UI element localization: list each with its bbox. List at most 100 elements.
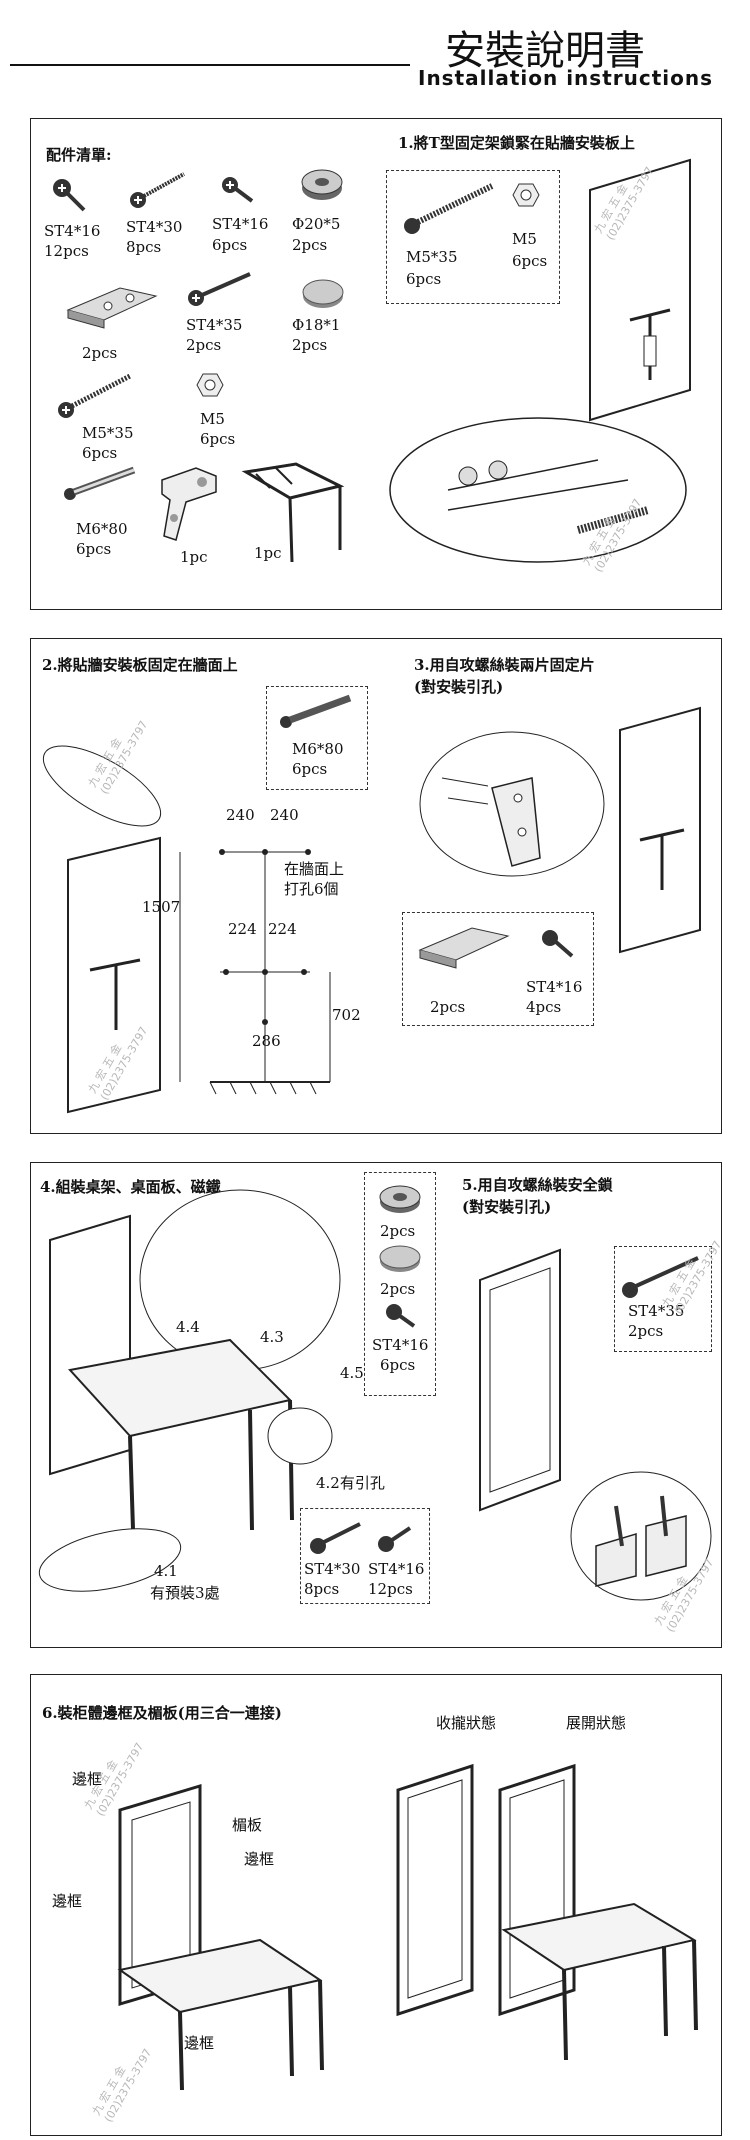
- screw-st4x30-icon: [130, 172, 185, 208]
- step3-title: 3.用自攻螺絲裝兩片固定片: [414, 656, 595, 674]
- part-2-qty: 8pcs: [126, 238, 162, 256]
- folded-cabinet-diagram: [396, 1763, 474, 2017]
- part-4-name: Φ20*5: [292, 215, 341, 233]
- step2-box-qty: 6pcs: [292, 760, 328, 778]
- step3-box-b-name: ST4*16: [526, 978, 583, 996]
- label-4-1: 4.1: [154, 1562, 178, 1580]
- screw-st4x16-box2-icon: [378, 1526, 412, 1552]
- label-4-4: 4.4: [176, 1318, 200, 1336]
- dim-240a: 240: [226, 806, 255, 824]
- part-3-name: ST4*16: [212, 215, 269, 233]
- step4-box-b-name: ST4*16: [368, 1560, 425, 1578]
- page-subtitle: Installation instructions: [418, 66, 714, 90]
- part-6-name: ST4*35: [186, 316, 243, 334]
- wall-board-diagram: [589, 158, 691, 422]
- step3-detail-ellipse: [419, 731, 605, 877]
- parts-list-title: 配件清單:: [46, 146, 112, 164]
- nut-m5-icon: [196, 373, 224, 397]
- part-7-name: Φ18*1: [292, 316, 341, 334]
- part-12-qty: 1pc: [254, 544, 282, 562]
- label-4-3: 4.3: [260, 1328, 284, 1346]
- screw-st4x16-box-icon: [542, 930, 574, 958]
- step4-box-a-name: ST4*30: [304, 1560, 361, 1578]
- label-4-2: 4.2有引孔: [316, 1474, 385, 1492]
- magnet-ring-icon-2: [379, 1185, 421, 1213]
- part-5-qty: 2pcs: [82, 344, 118, 362]
- step2-board-diagram: [42, 745, 162, 1114]
- step4-box-b-qty: 12pcs: [368, 1580, 413, 1598]
- part-3-qty: 6pcs: [212, 236, 248, 254]
- open-cabinet-diagram: [498, 1763, 698, 2061]
- magnet-ring-icon: [301, 169, 343, 200]
- label-folded-state: 收攏狀態: [436, 1714, 497, 1732]
- part-10-qty: 6pcs: [76, 540, 112, 558]
- step2-box-name: M6*80: [292, 740, 344, 758]
- step5-parts-box: [614, 1246, 712, 1352]
- part-9-name: M5: [200, 410, 225, 428]
- label-frame-bottom: 邊框: [184, 2034, 215, 2052]
- dim-286: 286: [252, 1032, 281, 1050]
- label-open-state: 展開狀態: [566, 1714, 627, 1732]
- step1-title: 1.將T型固定架鎖緊在貼牆安裝板上: [398, 134, 635, 152]
- step3-parts-box: [402, 912, 594, 1026]
- detail-ellipse-1: [389, 417, 687, 563]
- drill-note-line2: 打孔6個: [284, 880, 339, 898]
- screw-st4x16b-icon: [222, 177, 254, 203]
- screw-st4x16-side-icon: [386, 1304, 416, 1328]
- table-frame-icon: [241, 462, 345, 563]
- side-part-2-qty: 2pcs: [380, 1280, 416, 1298]
- screw-st4x16-icon: [53, 179, 86, 212]
- part-9-qty: 6pcs: [200, 430, 236, 448]
- dim-702: 702: [332, 1006, 361, 1024]
- screw-st4x35-icon: [188, 272, 251, 306]
- bolt-m5x35-icon: [58, 373, 132, 418]
- frame-install-diagram: [117, 1783, 324, 2091]
- page-title: 安裝說明書: [445, 28, 645, 74]
- drilling-diagram: [179, 849, 331, 1095]
- label-frame-right: 邊框: [244, 1850, 275, 1868]
- anchor-m6x80-icon: [64, 466, 136, 500]
- safety-lock-detail: [570, 1471, 712, 1601]
- label-4-5: 4.5: [340, 1364, 364, 1382]
- step5-subtitle: (對安裝引孔): [462, 1198, 552, 1216]
- screw-st4x35-box-icon: [622, 1256, 699, 1298]
- part-7-qty: 2pcs: [292, 336, 328, 354]
- part-8-qty: 6pcs: [82, 444, 118, 462]
- step3-board-diagram: [619, 706, 701, 954]
- step3-box-b-qty: 4pcs: [526, 998, 562, 1016]
- bolt-m5x35-box-icon: [404, 183, 494, 234]
- side-part-3-name: ST4*16: [372, 1336, 429, 1354]
- step1-box-b-name: M5: [512, 230, 537, 248]
- step4-side-parts-box: [364, 1172, 436, 1396]
- part-2-name: ST4*30: [126, 218, 183, 236]
- part-1-qty: 12pcs: [44, 242, 89, 260]
- step4-title: 4.組裝桌架、桌面板、磁鐵: [40, 1178, 221, 1196]
- step4-box-a-qty: 8pcs: [304, 1580, 340, 1598]
- side-part-3-qty: 6pcs: [380, 1356, 416, 1374]
- pad-disc-icon-2: [379, 1245, 421, 1272]
- dim-224a: 224: [228, 920, 257, 938]
- step1-box-b-qty: 6pcs: [512, 252, 548, 270]
- step3-box-a-qty: 2pcs: [430, 998, 466, 1016]
- part-1-name: ST4*16: [44, 222, 101, 240]
- step5-title: 5.用自攻螺絲裝安全鎖: [462, 1176, 613, 1194]
- step5-cabinet-diagram: [479, 1248, 561, 1512]
- label-frame-left: 邊框: [52, 1892, 83, 1910]
- step4-assembly-diagram: [38, 1189, 341, 1592]
- nut-m5-box-icon: [512, 183, 540, 207]
- part-6-qty: 2pcs: [186, 336, 222, 354]
- dim-1507: 1507: [142, 898, 181, 916]
- part-4-qty: 2pcs: [292, 236, 328, 254]
- bracket-plate-icon: [66, 287, 158, 329]
- anchor-box-icon: [280, 694, 352, 728]
- step1-box-a-qty: 6pcs: [406, 270, 442, 288]
- step1-parts-box: [386, 170, 560, 304]
- step1-box-a-name: M5*35: [406, 248, 458, 266]
- step2-parts-box: [266, 686, 368, 790]
- hinge-bracket-icon: [161, 467, 217, 541]
- pad-disc-icon: [302, 279, 344, 308]
- step6-title: 6.裝柜體邊框及楣板(用三合一連接): [42, 1704, 282, 1722]
- screw-st4x30-box-icon: [310, 1522, 361, 1554]
- label-frame-top: 邊框: [72, 1770, 103, 1788]
- step5-box-name: ST4*35: [628, 1302, 685, 1320]
